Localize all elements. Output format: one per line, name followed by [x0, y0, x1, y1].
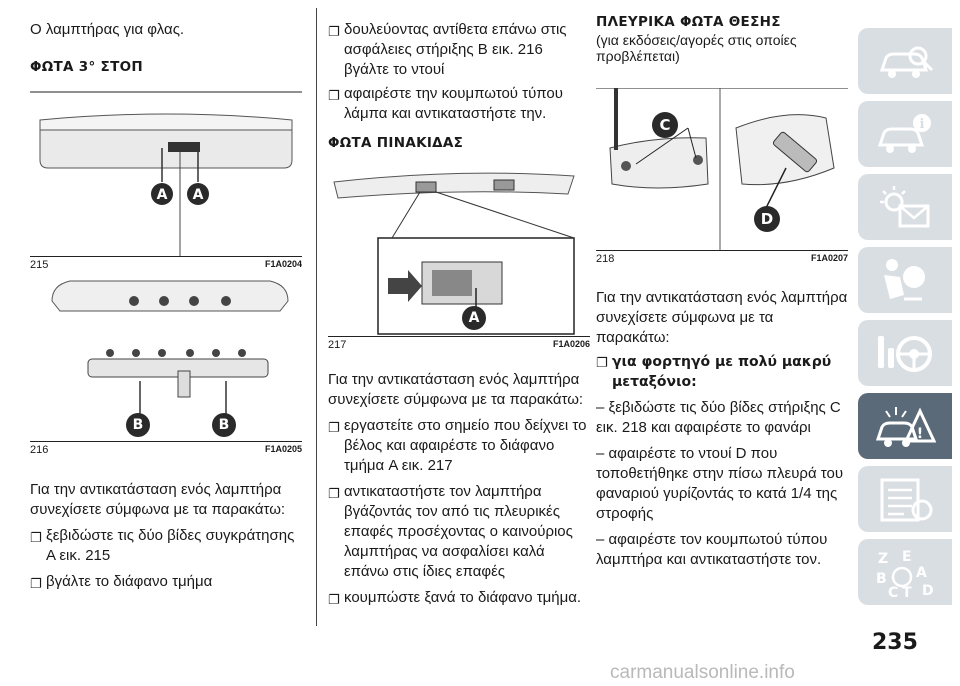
column-3-text: Για την αντικατάσταση ενός λαμπτήρα συνε…	[596, 288, 848, 570]
column-2-top-text: ❐δουλεύοντας αντίθετα επάνω στις ασφάλει…	[328, 20, 590, 124]
label-b-left: B	[126, 413, 150, 437]
section-heading-plate-lights: ΦΩΤΑ ΠΙΝΑΚΙΔΑΣ	[328, 135, 464, 151]
tab-car-info[interactable]: i	[858, 101, 952, 167]
svg-text:i: i	[920, 117, 925, 132]
tab-airbag[interactable]	[858, 247, 952, 313]
intro-text: Ο λαμπτήρας για φλας.	[30, 21, 185, 38]
instructions-paragraph: Για την αντικατάσταση ενός λαμπτήρα συνε…	[328, 371, 584, 408]
figure-216-caption: 216 F1A0205	[30, 441, 302, 456]
breakdown-car-icon: !	[875, 407, 936, 447]
figure-217: A 217 F1A0206	[328, 168, 590, 351]
label-c: C	[652, 112, 678, 138]
label-b-right: B	[212, 413, 236, 437]
section-heading-side-lights: ΠΛΕΥΡΙΚΑ ΦΩΤΑ ΘΕΣΗΣ	[596, 14, 781, 30]
section-subheading: (για εκδόσεις/αγορές στις οποίες προβλέπ…	[596, 32, 797, 64]
figure-code: F1A0204	[264, 259, 302, 269]
bullet-item: ❐εργαστείτε στο σημείο που δείχνει το βέ…	[328, 417, 587, 474]
warning-lights-icon	[880, 186, 930, 228]
tab-breakdown[interactable]: !	[858, 393, 952, 459]
svg-text:B: B	[876, 571, 887, 587]
airbag-person-icon	[884, 259, 925, 301]
checkbox-bullet-icon: ❐	[328, 592, 340, 607]
watermark: carmanualsonline.info	[610, 662, 795, 683]
figure-number: 217	[328, 339, 347, 351]
section-heading-third-brake-light: ΦΩΤΑ 3° ΣΤΟΠ	[30, 59, 143, 75]
column-1-text: Για την αντικατάσταση ενός λαμπτήρα συνε…	[30, 480, 302, 592]
step-item: – αφαιρέστε το ντουί D που τοποθετήθηκε …	[596, 445, 844, 522]
figure-number: 215	[30, 259, 49, 271]
maintenance-checklist-icon	[880, 478, 933, 522]
svg-text:E: E	[902, 549, 912, 565]
checkbox-bullet-icon: ❐	[328, 24, 340, 39]
figure-218-caption: 218 F1A0207	[596, 250, 848, 265]
tab-index[interactable]: Z E A B C T D	[858, 539, 952, 605]
tab-maintenance[interactable]	[858, 466, 952, 532]
bullet-item: ❐ξεβιδώστε τις δύο βίδες συγκράτησης A ε…	[30, 527, 295, 564]
column-2-text: Για την αντικατάσταση ενός λαμπτήρα συνε…	[328, 370, 590, 608]
checkbox-bullet-icon: ❐	[596, 356, 608, 371]
label-a-plate: A	[462, 306, 486, 330]
lamp-holder-illustration	[51, 280, 289, 419]
car-search-icon	[879, 46, 934, 78]
label-a-right: A	[193, 187, 204, 203]
figure-number: 218	[596, 253, 615, 265]
car-info-icon: i	[877, 114, 931, 153]
chapter-sidebar: i ! Z E A B C T D	[858, 28, 952, 612]
step-item: – ξεβιδώστε τις δύο βίδες στήριξης C εικ…	[596, 399, 841, 436]
figure-number: 216	[30, 444, 49, 456]
checkbox-bullet-icon: ❐	[328, 420, 340, 435]
figure-218: C D 218 F1A0207	[596, 88, 848, 265]
svg-text:T: T	[902, 585, 912, 601]
step-item: – αφαιρέστε τον κουμπωτού τύπου λαμπτήρα…	[596, 531, 828, 568]
instructions-paragraph: Για την αντικατάσταση ενός λαμπτήρα συνε…	[596, 289, 848, 346]
bullet-item: ❐αντικαταστήστε τον λαμπτήρα βγάζοντάς τ…	[328, 483, 573, 580]
figure-code: F1A0205	[264, 444, 302, 454]
side-light-illustration	[596, 88, 848, 250]
bullet-item: ❐κουμπώστε ξανά το διάφανο τμήμα.	[328, 588, 590, 608]
steering-wheel-icon	[878, 336, 932, 372]
figure-code: F1A0206	[552, 339, 590, 349]
svg-text:!: !	[917, 426, 923, 442]
figure-217-caption: 217 F1A0206	[328, 336, 590, 351]
bold-bullet-item: ❐για φορτηγό με πολύ μακρύ μεταξόνιο:	[596, 354, 832, 390]
index-letters-icon: Z E A B C T D	[876, 549, 934, 601]
bullet-item: ❐αφαιρέστε την κουμπωτού τύπου λάμπα και…	[328, 85, 563, 122]
tab-car-search[interactable]	[858, 28, 952, 94]
checkbox-bullet-icon: ❐	[30, 530, 42, 545]
bullet-item: ❐βγάλτε το διάφανο τμήμα	[30, 572, 302, 592]
page-number: 235	[872, 630, 918, 655]
tab-warning-lights[interactable]	[858, 174, 952, 240]
bullet-item: ❐δουλεύοντας αντίθετα επάνω στις ασφάλει…	[328, 21, 567, 78]
tab-steering[interactable]	[858, 320, 952, 386]
checkbox-bullet-icon: ❐	[328, 88, 340, 103]
third-brake-light-illustration: A A	[30, 91, 302, 256]
checkbox-bullet-icon: ❐	[30, 576, 42, 591]
svg-text:Z: Z	[878, 551, 888, 567]
figure-215-caption: 215 F1A0204	[30, 256, 302, 271]
checkbox-bullet-icon: ❐	[328, 486, 340, 501]
label-a-left: A	[157, 187, 168, 203]
label-d: D	[754, 206, 780, 232]
instructions-paragraph: Για την αντικατάσταση ενός λαμπτήρα συνε…	[30, 481, 286, 518]
figure-215: A A 215 F1A0204	[30, 90, 302, 271]
svg-text:A: A	[916, 565, 927, 581]
svg-text:C: C	[888, 585, 898, 601]
figure-216: B B 216 F1A0205	[30, 271, 302, 456]
plate-light-illustration	[333, 172, 575, 335]
svg-text:D: D	[922, 583, 934, 599]
column-divider	[316, 8, 317, 626]
figure-code: F1A0207	[810, 253, 848, 263]
